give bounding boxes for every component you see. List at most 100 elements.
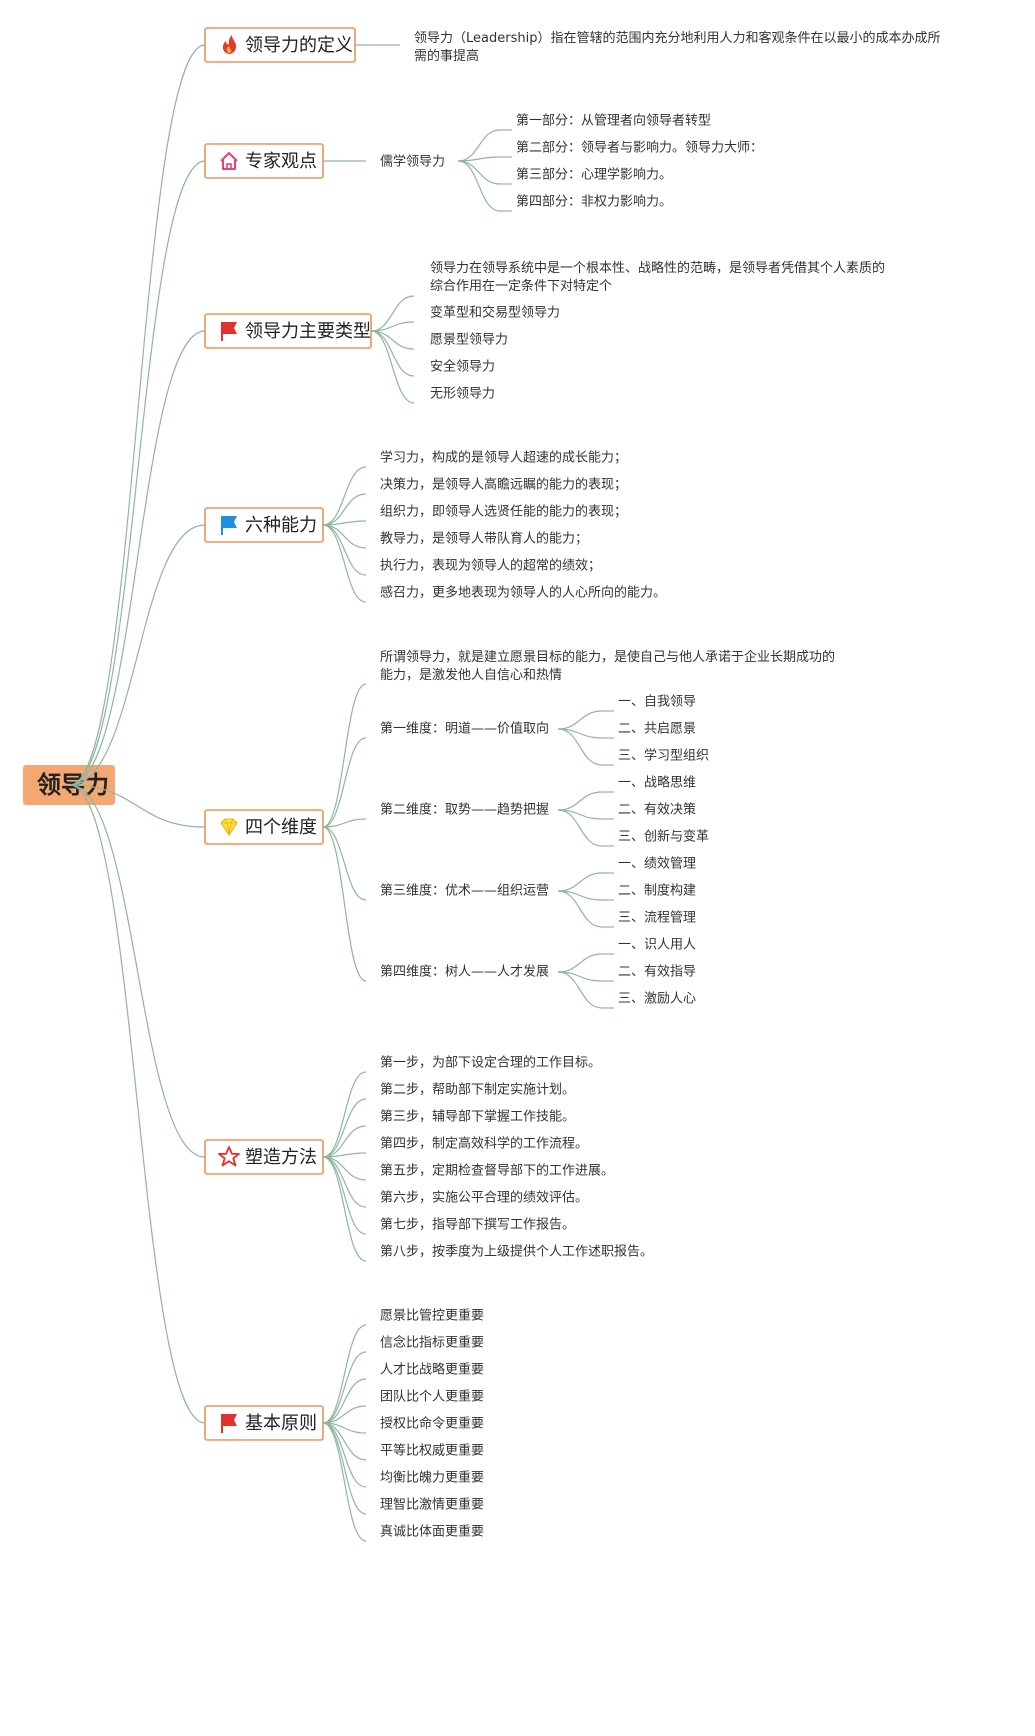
leaf-label: 愿景型领导力	[430, 333, 508, 348]
fire-icon	[222, 35, 237, 54]
edge-dimension-4-item-1	[557, 953, 603, 973]
edge-principle-1	[322, 1324, 367, 1424]
star-icon	[218, 1146, 240, 1167]
edge-dimension-3-item-3	[557, 890, 603, 928]
leaf-label: 第六步，实施公平合理的绩效评估。	[380, 1190, 588, 1206]
edge-dimension-2-item-1	[557, 791, 603, 811]
edge-principle-4	[322, 1405, 367, 1424]
leaf-label: 第二部分：领导者与影响力。领导力大师：	[516, 140, 763, 156]
leaf-label: 理智比激情更重要	[380, 1497, 484, 1513]
edge-type-5	[370, 330, 415, 404]
edge-root-to-branch-5	[69, 784, 206, 828]
leaf-label: 第四部分：非权力影响力。	[516, 194, 672, 210]
leaf-label: 第二步，帮助部下制定实施计划。	[380, 1083, 575, 1098]
edge-dimension-4-item-3	[557, 971, 603, 1009]
leaf-label: 决策力，是领导人高瞻远瞩的能力的表现；	[380, 477, 627, 493]
leaf-label: 第八步，按季度为上级提供个人工作述职报告。	[380, 1244, 653, 1260]
leaf-label: 三、创新与变革	[618, 829, 709, 845]
leaf-label: 真诚比体面更重要	[380, 1524, 484, 1540]
edge-step-1	[322, 1071, 367, 1158]
leaf-label: 学习力，构成的是领导人超速的成长能力；	[380, 450, 627, 466]
leaf-label: 一、识人用人	[618, 938, 696, 953]
branch-label: 领导力的定义	[245, 35, 353, 56]
leaf-label: 第七步，指导部下撰写工作报告。	[380, 1218, 575, 1233]
leaf-label: 第四步，制定高效科学的工作流程。	[380, 1136, 588, 1152]
leaf-label: 领导力在领导系统中是一个根本性、战略性的范畴，是领导者凭借其个人素质的综合作用在…	[430, 260, 885, 294]
leaf-label: 无形领导力	[430, 387, 495, 402]
branch-label: 基本原则	[245, 1413, 317, 1434]
leaf-label: 二、制度构建	[618, 883, 696, 899]
edge-step-3	[322, 1125, 367, 1158]
edge-step-8	[322, 1156, 367, 1262]
edge-dimension-2-item-3	[557, 809, 603, 847]
branch-label: 塑造方法	[245, 1147, 317, 1168]
edge-root-to-branch-4	[69, 524, 206, 786]
edge-expert-part-4	[457, 160, 501, 212]
branch-label: 六种能力	[245, 515, 317, 536]
leaf-label: 教导力，是领导人带队育人的能力；	[380, 531, 588, 547]
edge-root-to-branch-3	[69, 330, 206, 786]
edge-expert-part-3	[457, 160, 501, 185]
edge-root-to-branch-1	[69, 44, 206, 786]
edge-dimension-3-item-1	[557, 872, 603, 892]
branch-label: 领导力主要类型	[245, 321, 371, 342]
edge-root-to-branch-6	[69, 784, 206, 1158]
leaf-label: 所谓领导力，就是建立愿景目标的能力，是使自己与他人承诺于企业长期成功的能力，是激…	[380, 649, 835, 683]
branch-label: 四个维度	[245, 817, 317, 838]
edge-dimension-2	[322, 818, 367, 828]
leaf-label: 执行力，表现为领导人的超常的绩效；	[380, 558, 601, 574]
home-icon	[220, 152, 238, 170]
dimension-label: 第一维度：明道——价值取向	[380, 721, 549, 737]
dimension-label: 第二维度：取势——趋势把握	[380, 802, 549, 818]
leaf-label: 愿景比管控更重要	[380, 1308, 484, 1324]
leaf-label: 授权比命令更重要	[380, 1416, 484, 1432]
leaf-label: 二、有效指导	[618, 965, 696, 980]
edge-ability-6	[322, 524, 367, 603]
edge-expert-part-1	[457, 129, 501, 162]
red-flag-icon	[221, 322, 237, 341]
diamond-icon	[220, 818, 238, 836]
leaf-label: 安全领导力	[430, 359, 495, 375]
edge-ability-1	[322, 466, 367, 526]
leaf-label: 第三部分：心理学影响力。	[516, 167, 672, 183]
edge-step-6	[322, 1156, 367, 1208]
edge-principle-3	[322, 1378, 367, 1424]
leaf-label: 一、自我领导	[618, 695, 696, 710]
root-node[interactable]	[23, 765, 115, 805]
edge-principle-2	[322, 1351, 367, 1424]
edge-principle-9	[322, 1422, 367, 1542]
leaf-label: 三、学习型组织	[618, 748, 709, 764]
blue-flag-icon	[221, 516, 237, 535]
leaf-label: 二、共启愿景	[618, 722, 696, 737]
edge-principle-8	[322, 1422, 367, 1515]
edge-root-to-branch-7	[69, 784, 206, 1424]
edge-dimension-intro	[322, 683, 367, 828]
edge-ability-2	[322, 493, 367, 526]
edge-step-2	[322, 1098, 367, 1158]
leaf-label: 第三步，辅导部下掌握工作技能。	[380, 1110, 575, 1125]
leaf-label: 感召力，更多地表现为领导人的人心所向的能力。	[380, 585, 666, 601]
leaf-label: 均衡比魄力更重要	[380, 1470, 484, 1486]
leaf-label: 二、有效决策	[618, 802, 696, 818]
dimension-label: 第四维度：树人——人才发展	[380, 964, 549, 980]
leaf-label: 第一部分：从管理者向领导者转型	[516, 113, 711, 129]
edge-dimension-1-item-3	[557, 728, 603, 766]
branch-label: 专家观点	[245, 151, 317, 172]
edge-type-4	[370, 330, 415, 377]
leaf-label: 组织力，即领导人选贤任能的能力的表现；	[380, 504, 627, 520]
edge-dimension-4	[322, 826, 367, 982]
leaf-label: 人才比战略更重要	[380, 1362, 484, 1378]
edge-type-1	[370, 295, 415, 332]
leaf-label: 一、绩效管理	[618, 857, 696, 872]
leaf-label: 信念比指标更重要	[380, 1335, 484, 1351]
edge-dimension-1	[322, 737, 367, 828]
leaf-label: 平等比权威更重要	[380, 1443, 484, 1459]
edge-dimension-1-item-1	[557, 710, 603, 730]
leaf-label: 三、流程管理	[618, 911, 696, 926]
edge-ability-5	[322, 524, 367, 576]
leaf-label: 一、战略思维	[618, 775, 696, 791]
definition-text: 领导力（Leadership）指在管辖的范围内充分地利用人力和客观条件在以最小的…	[414, 30, 940, 64]
leaf-label: 三、激励人心	[618, 992, 696, 1007]
edge-root-to-branch-2	[69, 160, 206, 786]
